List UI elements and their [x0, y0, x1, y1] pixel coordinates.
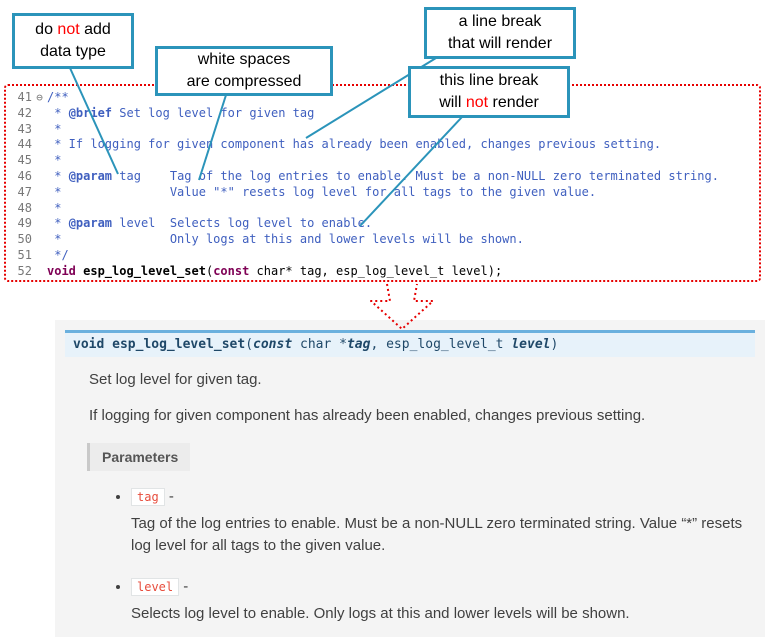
line-number: 50: [17, 232, 32, 247]
code-line: 47 * Value "*" resets log level for all …: [6, 185, 759, 201]
parameter-item: level - Selects log level to enable. Onl…: [131, 575, 755, 625]
line-number: 52: [17, 263, 32, 278]
callout-text: will not render: [439, 94, 539, 111]
code-line: 43 *: [6, 122, 759, 138]
code-line: 46 * @param tag Tag of the log entries t…: [6, 169, 759, 185]
param-description: Tag of the log entries to enable. Must b…: [131, 515, 743, 554]
callout-text: do not add: [35, 21, 111, 38]
callout-no-datatype: do not add data type: [12, 13, 134, 69]
parameter-item: tag - Tag of the log entries to enable. …: [131, 485, 755, 557]
callout-whitespace-compressed: white spaces are compressed: [155, 46, 333, 96]
line-number: 51: [17, 247, 32, 262]
callout-text: are compressed: [186, 73, 302, 90]
code-line: 51 */: [6, 248, 759, 264]
line-number: 43: [17, 121, 32, 136]
param-description: Selects log level to enable. Only logs a…: [131, 605, 630, 622]
code-line: 42 * @brief Set log level for given tag: [6, 106, 759, 122]
parameters-label: Parameters: [87, 443, 191, 471]
line-number: 45: [17, 153, 32, 168]
code-line: 45 *: [6, 153, 759, 169]
line-number: 41: [17, 90, 32, 104]
rendered-doc-panel: void esp_log_level_set(const char *tag, …: [55, 320, 765, 637]
line-number: 49: [17, 216, 32, 231]
param-name-literal: tag: [131, 488, 165, 506]
callout-text: that will render: [447, 35, 553, 52]
code-line: 41⊖/**: [6, 90, 759, 106]
detailed-description: If logging for given component has alrea…: [89, 407, 646, 424]
code-line: 48 *: [6, 201, 759, 217]
callout-break-not-render: this line break will not render: [408, 66, 570, 118]
code-line: 44 * If logging for given component has …: [6, 137, 759, 153]
callout-text: data type: [40, 43, 106, 60]
callout-text: this line break: [439, 72, 539, 89]
param-name-literal: level: [131, 578, 180, 596]
code-line: 50 * Only logs at this and lower levels …: [6, 232, 759, 248]
line-number: 48: [17, 200, 32, 215]
line-number: 46: [17, 168, 32, 183]
code-editor-snippet: 41⊖/** 42 * @brief Set log level for giv…: [4, 84, 761, 282]
line-number: 44: [17, 137, 32, 152]
collapse-icon: ⊖: [36, 91, 43, 104]
function-signature: void esp_log_level_set(const char *tag, …: [65, 330, 755, 357]
brief-description: Set log level for given tag.: [89, 371, 262, 388]
line-number: 47: [17, 184, 32, 199]
code-line: 49 * @param level Selects log level to e…: [6, 216, 759, 232]
callout-text: white spaces: [197, 51, 291, 68]
line-number: 42: [17, 105, 32, 120]
parameter-list: tag - Tag of the log entries to enable. …: [89, 485, 755, 625]
callout-break-renders: a line break that will render: [424, 7, 576, 59]
callout-text: a line break: [458, 13, 542, 30]
